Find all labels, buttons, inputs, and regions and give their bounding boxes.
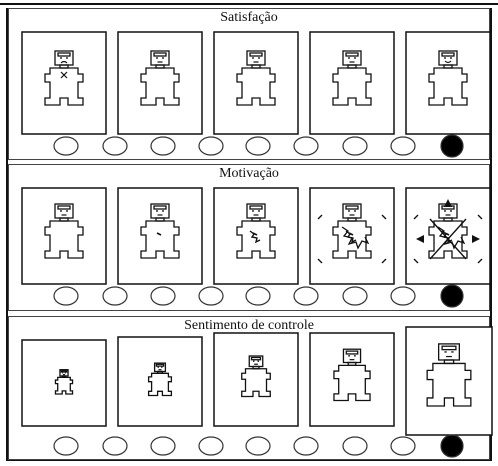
scale-option-motivacao-7[interactable] — [343, 287, 367, 305]
scale-option-controle-9[interactable] — [441, 435, 463, 457]
agitated-figure-icon — [214, 188, 298, 284]
neutral-figure-icon — [214, 32, 298, 134]
scale-option-controle-6[interactable] — [294, 437, 318, 455]
scale-option-satisfacao-3[interactable] — [151, 137, 175, 155]
scale-option-controle-2[interactable] — [103, 437, 127, 455]
scale-option-satisfacao-5[interactable] — [246, 137, 270, 155]
tiny-figure-icon — [22, 340, 106, 426]
scale-option-motivacao-5[interactable] — [246, 287, 270, 305]
large-figure-icon — [310, 333, 394, 426]
scale-option-satisfacao-7[interactable] — [343, 137, 367, 155]
explosive-figure-icon — [406, 188, 490, 284]
scale-option-motivacao-4[interactable] — [199, 287, 223, 305]
small-figure-icon — [118, 337, 202, 426]
scale-option-controle-3[interactable] — [151, 437, 175, 455]
scale-option-motivacao-3[interactable] — [151, 287, 175, 305]
neutral-low-figure-icon — [118, 32, 202, 134]
scale-option-motivacao-8[interactable] — [391, 287, 415, 305]
sad-face-figure-icon — [22, 32, 106, 134]
excited-figure-icon — [310, 188, 394, 284]
slightly-agitated-figure-icon — [118, 188, 202, 284]
calm-figure-icon — [22, 188, 106, 284]
scale-option-motivacao-1[interactable] — [54, 287, 78, 305]
scale-option-controle-8[interactable] — [391, 437, 415, 455]
content-figure-icon — [310, 32, 394, 134]
scale-option-motivacao-9[interactable] — [441, 285, 463, 307]
scale-option-satisfacao-6[interactable] — [294, 137, 318, 155]
scale-option-motivacao-2[interactable] — [103, 287, 127, 305]
huge-figure-icon — [406, 327, 492, 435]
scale-option-controle-4[interactable] — [199, 437, 223, 455]
scale-option-satisfacao-8[interactable] — [391, 137, 415, 155]
medium-figure-icon — [214, 333, 298, 426]
scale-option-satisfacao-9[interactable] — [441, 135, 463, 157]
scale-option-controle-7[interactable] — [343, 437, 367, 455]
scale-option-controle-5[interactable] — [246, 437, 270, 455]
scale-option-satisfacao-1[interactable] — [54, 137, 78, 155]
happy-figure-icon — [406, 32, 490, 134]
scale-option-controle-1[interactable] — [54, 437, 78, 455]
scale-option-satisfacao-4[interactable] — [199, 137, 223, 155]
scale-option-satisfacao-2[interactable] — [103, 137, 127, 155]
scale-option-motivacao-6[interactable] — [294, 287, 318, 305]
